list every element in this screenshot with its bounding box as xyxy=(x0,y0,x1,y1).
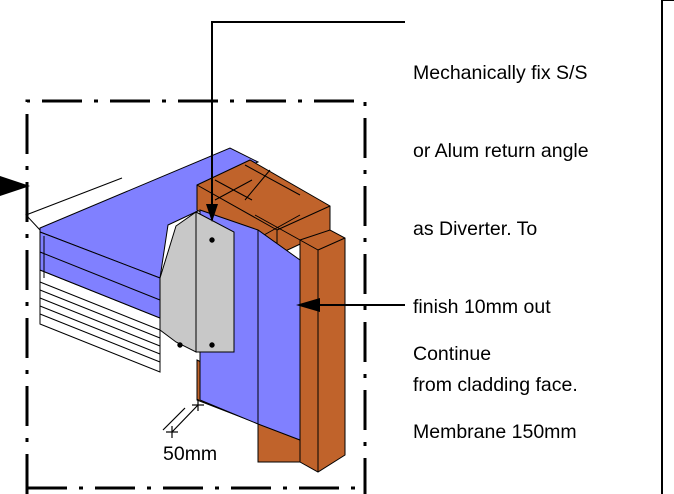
detail-boundary xyxy=(25,99,367,494)
diverter-note-line: Mechanically fix S/S xyxy=(413,62,588,84)
diverter-leader-arrow xyxy=(206,204,218,222)
dimension-line xyxy=(162,399,204,438)
diverter-note: Mechanically fix S/S or Alum return angl… xyxy=(413,8,589,424)
diverter-leader xyxy=(211,21,405,220)
section-arrow xyxy=(0,176,30,196)
diverter-note-line: finish 10mm out xyxy=(413,296,551,318)
diverter-note-line: from cladding face. xyxy=(413,374,578,396)
dimension-label: 50mm xyxy=(163,443,218,465)
membrane-leader-arrow xyxy=(296,298,320,312)
membrane-note-line: Membrane 150mm xyxy=(413,421,577,443)
diverter-note-line: or Alum return angle xyxy=(413,140,589,162)
membrane-note: Continue Membrane 150mm xyxy=(413,289,577,471)
membrane-note-line: Continue xyxy=(413,343,492,365)
diverter-angle xyxy=(159,211,235,353)
membrane-fold xyxy=(25,177,123,231)
diverter-note-line: as Diverter. To xyxy=(413,218,538,240)
sheet-border xyxy=(661,0,674,494)
